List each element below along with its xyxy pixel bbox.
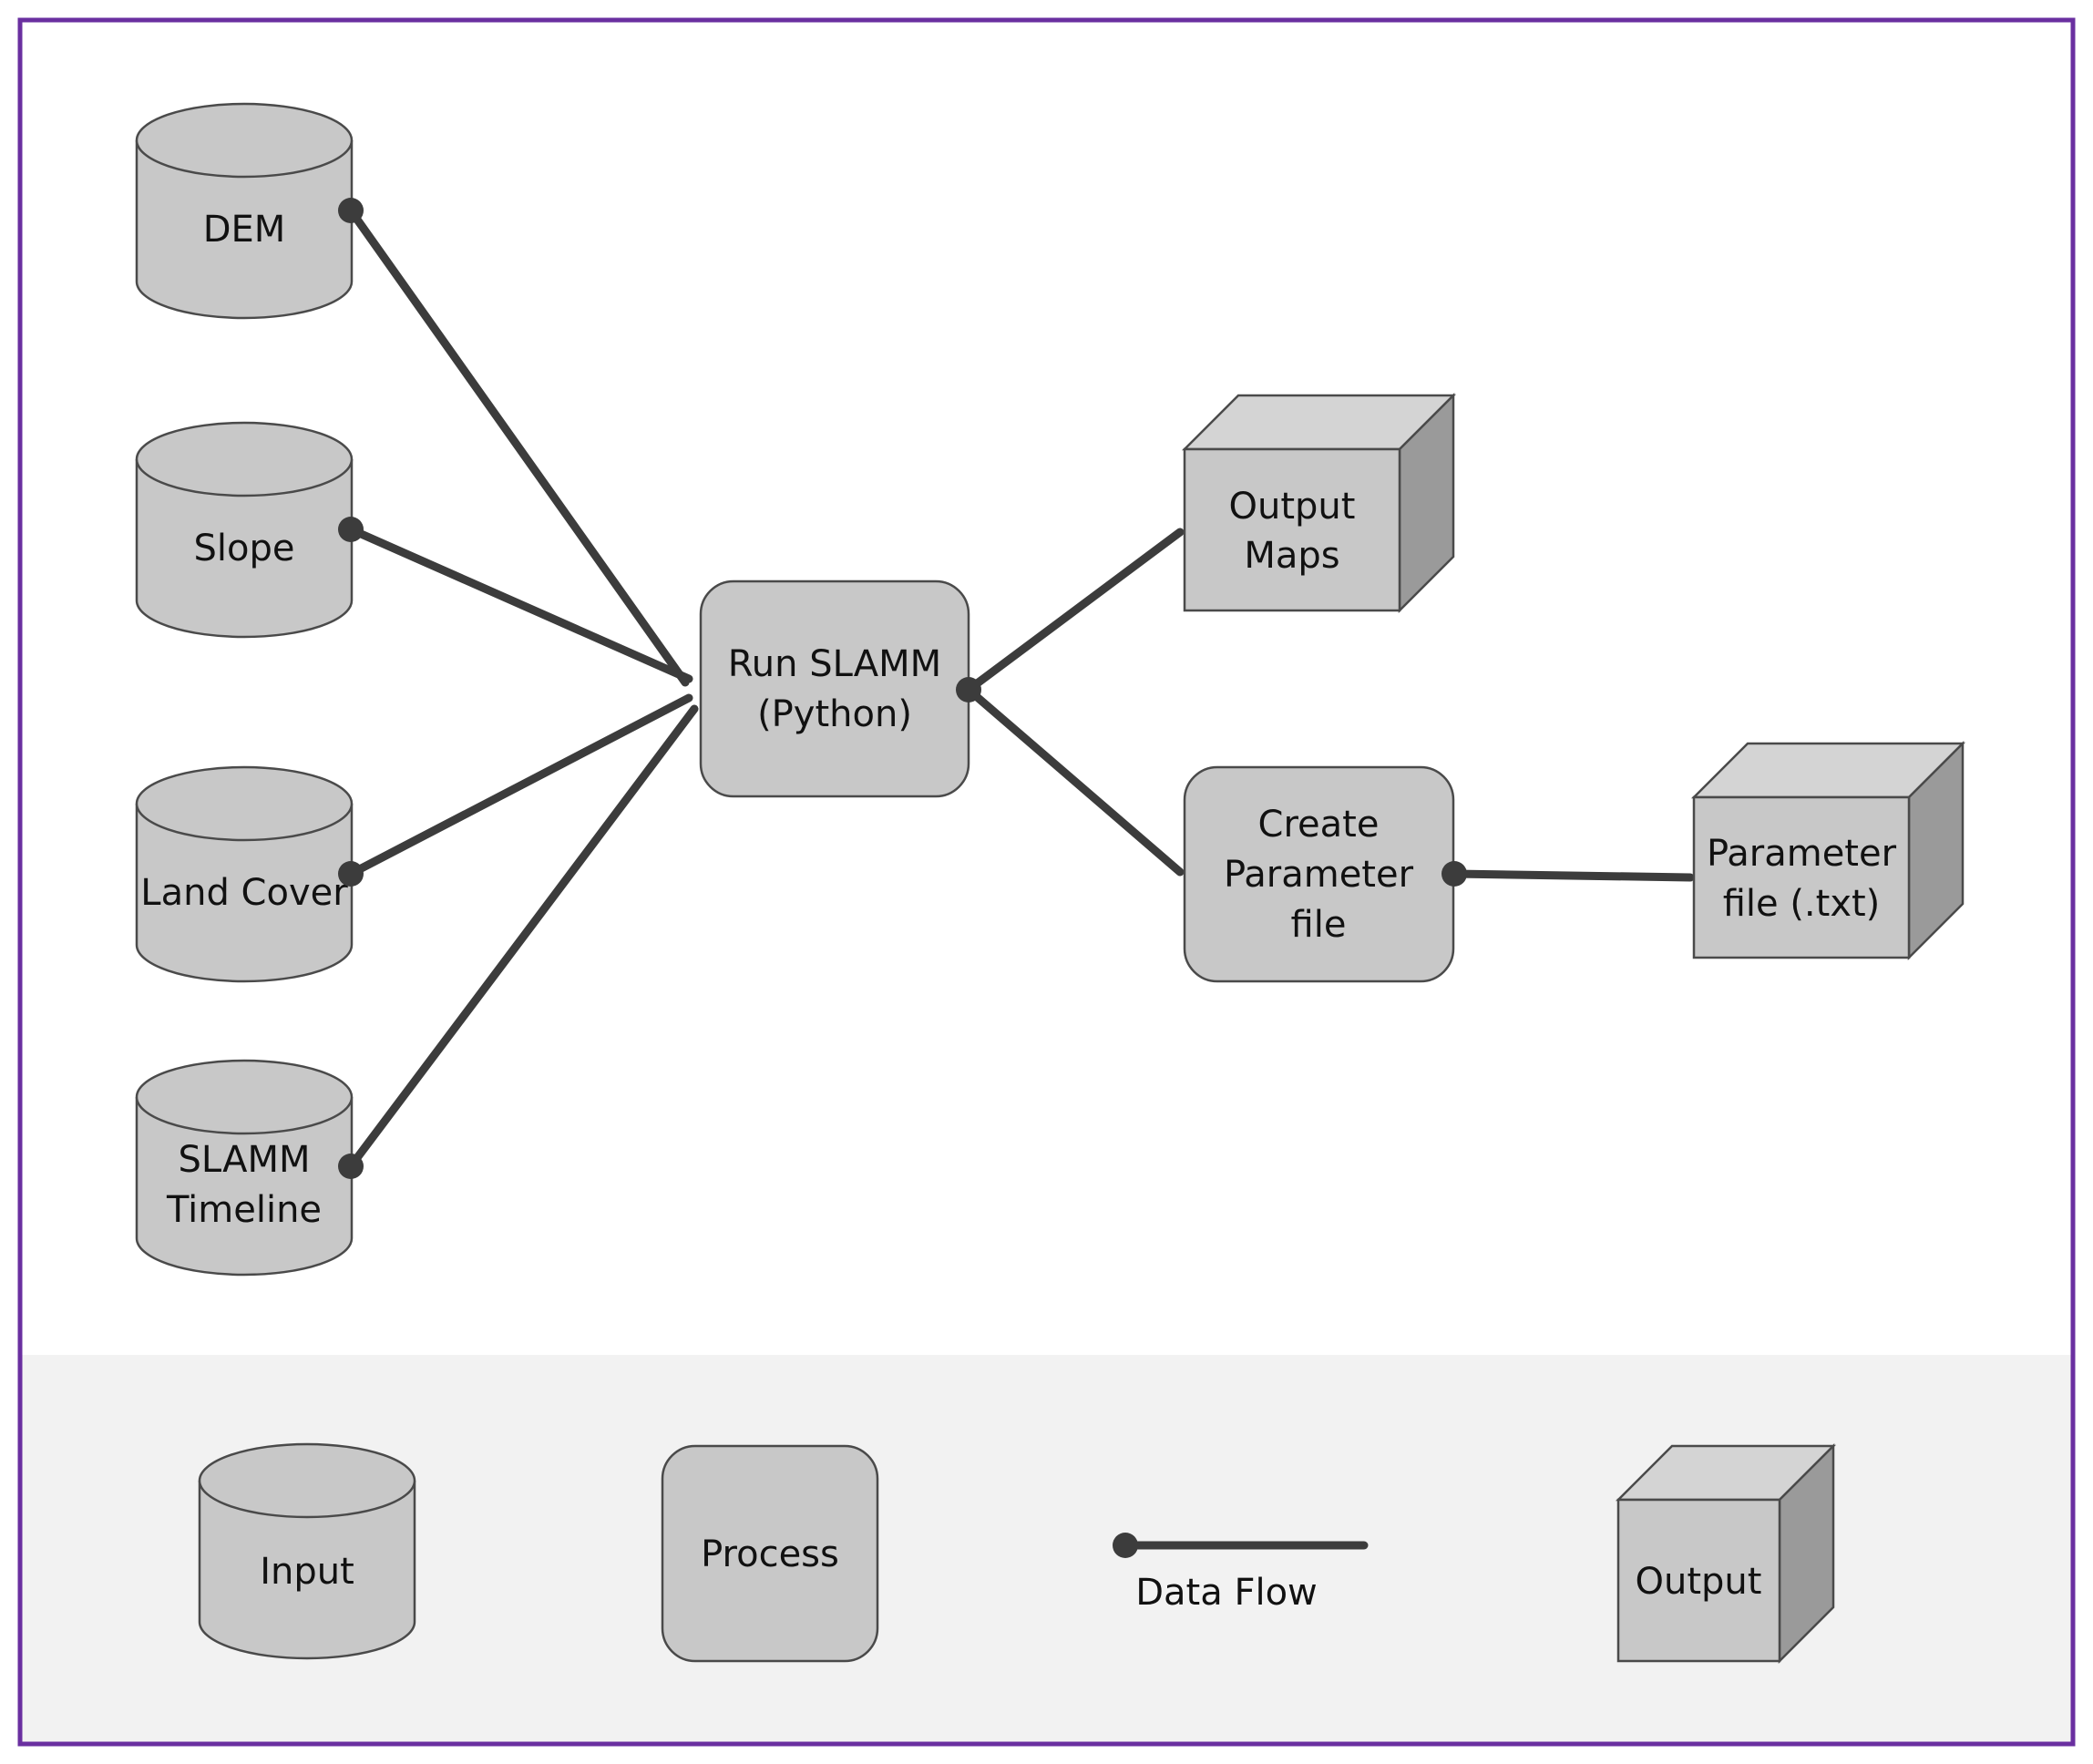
legend-data-flow: Data Flow — [1113, 1533, 1369, 1614]
edge-timeline-to-run-slamm — [346, 704, 699, 1171]
edge-run-slamm-to-output-maps — [964, 528, 1185, 694]
edge-slope-to-run-slamm — [346, 525, 693, 683]
dot-create-parameter-file — [1442, 861, 1467, 887]
process-create-parameter-file: Create Parameter file — [1183, 765, 1455, 983]
process-run-slamm-label-line-1: Run SLAMM — [728, 643, 941, 685]
output-parameter-file: Parameter file (.txt) — [1690, 740, 1966, 961]
dot-slamm-timeline — [338, 1154, 364, 1179]
connector-dots — [338, 198, 1467, 1179]
legend-output-label: Output — [1636, 1561, 1762, 1603]
dot-run-slamm — [956, 677, 981, 703]
input-slamm-timeline-label-line-1: SLAMM — [179, 1139, 311, 1181]
dot-dem — [338, 198, 364, 223]
output-parameter-file-label-line-1: Parameter — [1707, 833, 1897, 875]
edge-dem-to-run-slamm — [346, 206, 690, 687]
input-dem: DEM — [135, 102, 354, 320]
output-parameter-file-label-line-2: file (.txt) — [1723, 883, 1881, 925]
legend-input: Input — [198, 1442, 416, 1660]
process-create-parameter-file-label-line-1: Create — [1258, 804, 1380, 846]
process-create-parameter-file-label-line-2: Parameter — [1224, 854, 1414, 896]
edge-run-slamm-to-create-parameter-file — [964, 685, 1185, 877]
legend-input-label: Input — [260, 1551, 354, 1593]
input-dem-label: DEM — [203, 209, 286, 251]
process-run-slamm-label-line-2: (Python) — [757, 693, 912, 735]
diagram-frame — [17, 17, 2076, 1747]
legend-process: Process — [661, 1444, 879, 1663]
input-slope: Slope — [135, 421, 354, 639]
edge-land-cover-to-run-slamm — [346, 693, 693, 878]
output-maps-label-line-1: Output — [1229, 486, 1356, 528]
input-slamm-timeline-label-line-2: Timeline — [166, 1189, 322, 1231]
edges — [346, 206, 1695, 1171]
output-maps-label-line-2: Maps — [1244, 535, 1339, 577]
input-land-cover: Land Cover — [135, 765, 354, 983]
output-maps: Output Maps — [1181, 392, 1457, 614]
edge-create-parameter-file-to-parameter-file — [1450, 869, 1695, 882]
input-slamm-timeline: SLAMM Timeline — [135, 1059, 354, 1277]
legend-data-flow-label: Data Flow — [1135, 1572, 1318, 1614]
process-run-slamm: Run SLAMM (Python) — [699, 579, 970, 798]
input-slope-label: Slope — [194, 528, 295, 569]
legend-process-label: Process — [701, 1533, 839, 1575]
input-land-cover-label: Land Cover — [140, 872, 348, 914]
dot-land-cover — [338, 861, 364, 887]
legend-output: Output — [1615, 1442, 1837, 1665]
dot-slope — [338, 517, 364, 542]
process-create-parameter-file-label-line-3: file — [1291, 904, 1347, 946]
